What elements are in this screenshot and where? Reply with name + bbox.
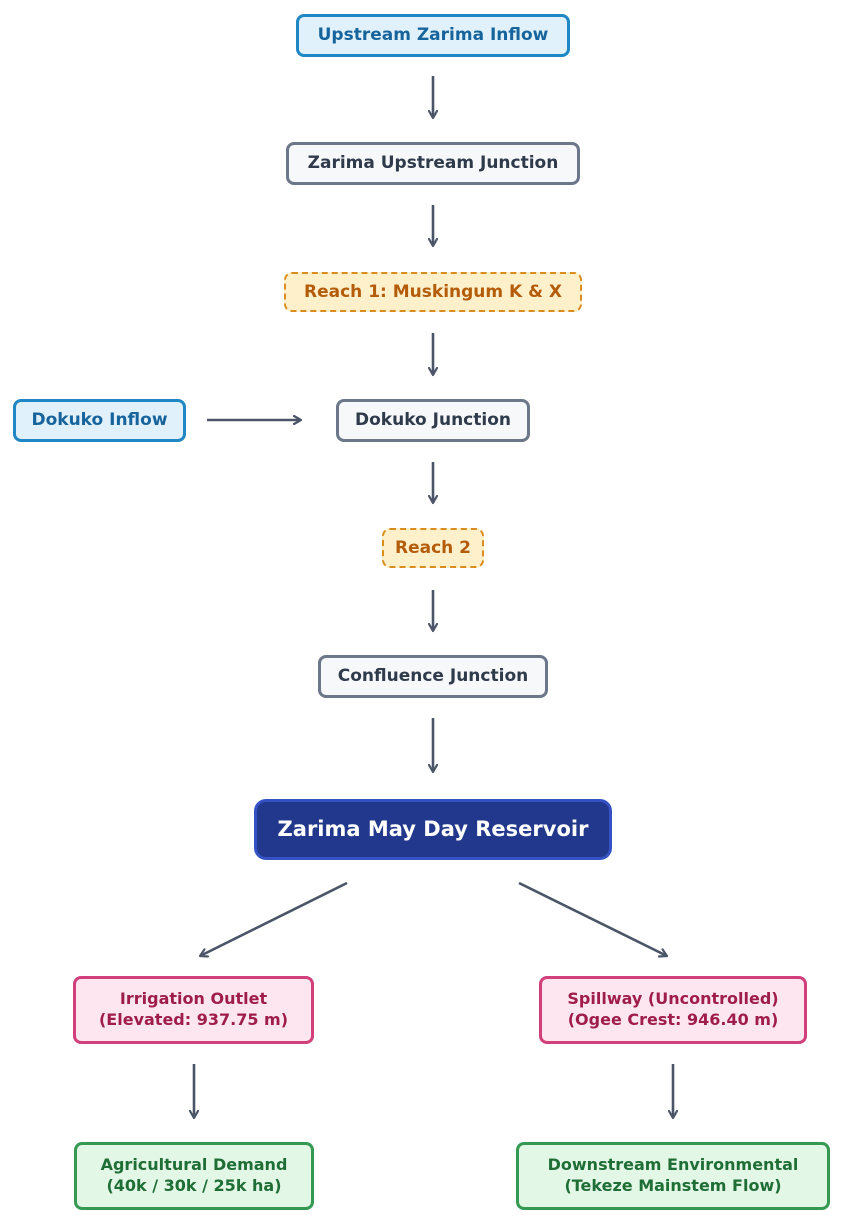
upstream-inflow-node[interactable]: Upstream Zarima Inflow: [296, 14, 570, 57]
downstream-environmental-node[interactable]: Downstream Environmental (Tekeze Mainste…: [516, 1142, 830, 1210]
arrow-reservoir-to-spillway: [518, 881, 667, 956]
spillway-node[interactable]: Spillway (Uncontrolled) (Ogee Crest: 946…: [539, 976, 807, 1044]
upstream-junction-label: Zarima Upstream Junction: [307, 153, 559, 174]
dokuko-junction-label: Dokuko Junction: [355, 410, 511, 431]
reach1-node[interactable]: Reach 1: Muskingum K & X: [284, 272, 582, 312]
reach1-label: Reach 1: Muskingum K & X: [304, 281, 562, 302]
dokuko-inflow-label: Dokuko Inflow: [31, 410, 168, 431]
irrigation-outlet-elevation: (Elevated: 937.75 m): [98, 1010, 289, 1029]
reach2-node[interactable]: Reach 2: [382, 528, 484, 568]
spillway-crest: (Ogee Crest: 946.40 m): [567, 1010, 779, 1029]
irrigation-outlet-title: Irrigation Outlet: [119, 989, 268, 1009]
downstream-environmental-flow: (Tekeze Mainstem Flow): [564, 1176, 782, 1195]
reservoir-label: Zarima May Day Reservoir: [277, 816, 589, 841]
reservoir-node[interactable]: Zarima May Day Reservoir: [254, 799, 612, 860]
downstream-environmental-title: Downstream Environmental: [547, 1155, 799, 1175]
agricultural-demand-title: Agricultural Demand: [100, 1155, 288, 1175]
dokuko-inflow-node[interactable]: Dokuko Inflow: [13, 399, 186, 442]
arrow-reservoir-to-irrigation: [200, 881, 348, 956]
irrigation-outlet-node[interactable]: Irrigation Outlet (Elevated: 937.75 m): [73, 976, 314, 1044]
agricultural-demand-node[interactable]: Agricultural Demand (40k / 30k / 25k ha): [74, 1142, 314, 1210]
confluence-junction-node[interactable]: Confluence Junction: [318, 655, 548, 698]
dokuko-junction-node[interactable]: Dokuko Junction: [336, 399, 530, 442]
agricultural-demand-areas: (40k / 30k / 25k ha): [106, 1176, 282, 1195]
upstream-inflow-label: Upstream Zarima Inflow: [317, 25, 549, 46]
spillway-title: Spillway (Uncontrolled): [567, 989, 779, 1009]
upstream-junction-node[interactable]: Zarima Upstream Junction: [286, 142, 580, 185]
confluence-junction-label: Confluence Junction: [337, 666, 529, 687]
reach2-label: Reach 2: [394, 537, 472, 558]
